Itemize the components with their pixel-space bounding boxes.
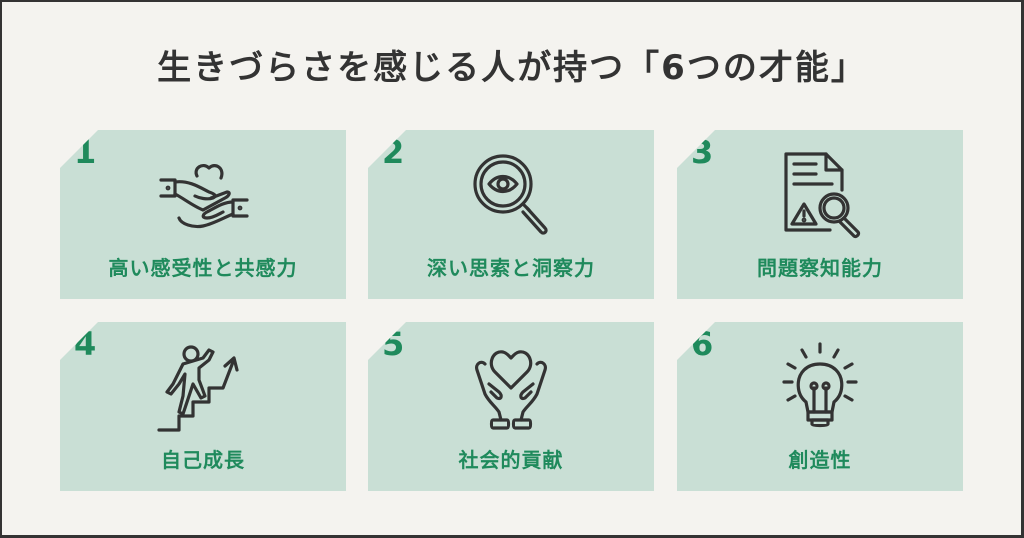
talent-card-6: 6 創造性 [677,322,963,491]
talent-card-2: 2 深い思索と洞察力 [368,130,654,299]
magnifier-eye-icon [461,148,561,248]
document-warning-search-icon [770,148,870,248]
card-label: 問題察知能力 [757,256,883,280]
talent-card-3: 3 問題察知能力 [677,130,963,299]
hands-heart-icon [461,340,561,440]
caring-hands-icon [153,148,253,248]
page-title: 生きづらさを感じる人が持つ「6つの才能」 [157,48,867,88]
card-label: 社会的貢献 [458,448,564,472]
talent-card-1: 1 高い感受性と共感力 [60,130,346,299]
card-label: 深い思索と洞察力 [427,256,595,280]
talent-card-5: 5 社会的貢献 [368,322,654,491]
card-label: 創造性 [788,448,852,472]
card-label: 自己成長 [161,448,245,472]
card-label: 高い感受性と共感力 [108,256,298,280]
talent-card-4: 4 自己成長 [60,322,346,491]
lightbulb-icon [770,340,870,440]
climbing-stairs-icon [153,340,253,440]
